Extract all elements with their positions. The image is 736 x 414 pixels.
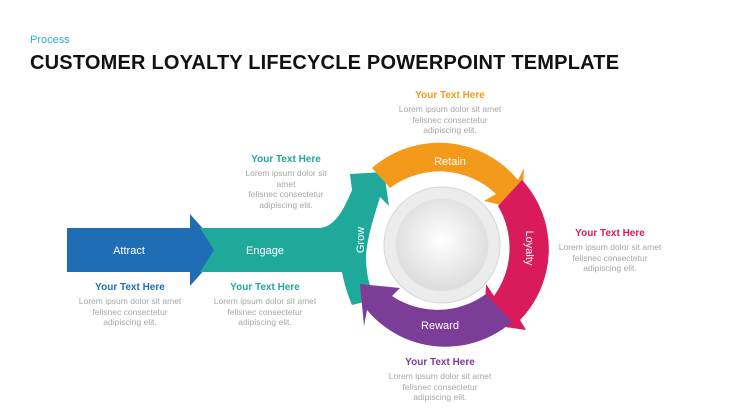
loyalty-arrow (484, 180, 549, 330)
textbox-reward-line-2: felisnec consectetur (402, 381, 478, 392)
engage-label: Engage (246, 245, 284, 257)
textbox-loyalty-line-3: adipiscing elit. (583, 263, 637, 273)
textbox-loyalty: Your Text Here Lorem ipsum dolor sit ame… (558, 228, 662, 274)
page-title: CUSTOMER LOYALTY LIFECYCLE POWERPOINT TE… (30, 52, 620, 74)
textbox-grow-line-2: felisnec consectetur (248, 189, 324, 199)
loyalty-label: Loyalty (523, 231, 535, 266)
textbox-attract: Your Text Here Lorem ipsum dolor sit ame… (78, 282, 182, 328)
hub-inner-disc (395, 198, 489, 292)
engage-grow-sweep (200, 172, 389, 305)
textbox-attract-heading: Your Text Here (95, 282, 165, 293)
grow-label: Grow (355, 227, 367, 253)
textbox-grow-line-1: Lorem ipsum dolor sit amet (245, 168, 327, 189)
textbox-retain-line-3: adipiscing elit. (423, 125, 477, 135)
textbox-engage-line-2: felisnec consectetur (227, 306, 303, 317)
retain-label: Retain (434, 156, 466, 168)
textbox-retain-heading: Your Text Here (415, 90, 485, 101)
textbox-engage: Your Text Here Lorem ipsum dolor sit ame… (213, 282, 317, 328)
textbox-reward: Your Text Here Lorem ipsum dolor sit ame… (388, 357, 492, 403)
textbox-grow-heading: Your Text Here (251, 154, 321, 165)
textbox-loyalty-heading: Your Text Here (575, 228, 645, 239)
textbox-reward-line-3: adipiscing elit. (413, 392, 467, 402)
textbox-retain-line-1: Lorem ipsum dolor sit amet (398, 104, 502, 114)
textbox-engage-heading: Your Text Here (230, 282, 300, 293)
textbox-engage-line-3: adipiscing elit. (238, 317, 292, 327)
reward-arrow (360, 284, 512, 347)
textbox-loyalty-line-1: Lorem ipsum dolor sit amet (558, 242, 662, 252)
textbox-grow: Your Text Here Lorem ipsum dolor sit ame… (236, 154, 336, 210)
section-label: Process (30, 34, 70, 46)
textbox-reward-line-1: Lorem ipsum dolor sit amet (388, 371, 492, 381)
textbox-attract-line-3: adipiscing elit. (103, 317, 157, 327)
textbox-grow-line-3: adipiscing elit. (259, 199, 313, 210)
textbox-reward-heading: Your Text Here (405, 357, 475, 368)
textbox-attract-line-2: felisnec consectetur (92, 306, 168, 317)
attract-arrow (67, 214, 222, 286)
textbox-engage-line-1: Lorem ipsum dolor sit amet (213, 296, 317, 306)
retain-arrow (372, 142, 524, 210)
attract-label: Attract (113, 245, 145, 257)
textbox-attract-line-1: Lorem ipsum dolor sit amet (78, 296, 182, 306)
textbox-retain: Your Text Here Lorem ipsum dolor sit ame… (398, 90, 502, 136)
reward-label: Reward (421, 320, 459, 332)
textbox-retain-line-2: felisnec consectetur (412, 114, 488, 125)
textbox-loyalty-line-2: felisnec consectetur (572, 252, 648, 263)
